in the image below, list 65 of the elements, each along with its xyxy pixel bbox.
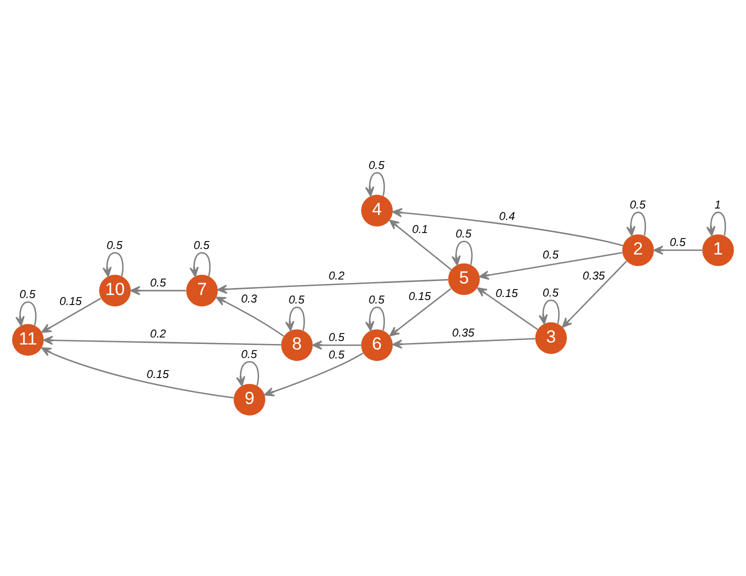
edge-label: 0.35 xyxy=(452,328,474,340)
arrow xyxy=(392,208,624,246)
arrow xyxy=(389,220,452,270)
arrow xyxy=(626,212,646,236)
node-circle: 5 xyxy=(448,263,480,296)
edge-label: 0.35 xyxy=(582,270,605,283)
arrow xyxy=(236,361,260,386)
edge-label: 0.15 xyxy=(146,369,169,382)
edge-label: 0.5 xyxy=(20,289,36,302)
node-circle: 2 xyxy=(622,234,654,266)
arrow xyxy=(43,336,281,346)
arrow xyxy=(285,306,305,332)
node-circle: 6 xyxy=(361,329,393,361)
arrow xyxy=(15,301,37,326)
edge-label: 0.5 xyxy=(630,199,646,212)
edge-label: 0.5 xyxy=(194,240,210,252)
arrow xyxy=(451,240,473,266)
node-circle: 4 xyxy=(361,194,393,226)
arrow xyxy=(264,352,364,396)
arrow xyxy=(365,306,385,332)
arrow xyxy=(479,252,622,280)
edge-label: 0.5 xyxy=(542,249,559,262)
node-circle: 7 xyxy=(186,274,218,306)
node-circle: 10 xyxy=(99,274,131,306)
arrow xyxy=(562,260,627,328)
node-circle: 1 xyxy=(702,234,734,266)
edge-label: 0.15 xyxy=(496,288,518,300)
arrow xyxy=(189,252,211,277)
edge-label: 0.5 xyxy=(241,348,257,361)
edge-label: 1 xyxy=(714,199,721,212)
edge-label: 0.2 xyxy=(328,270,344,283)
node-circle: 8 xyxy=(281,329,313,361)
arrow xyxy=(41,298,102,333)
arrow xyxy=(706,212,726,236)
edge-label: 0.5 xyxy=(368,294,384,306)
edge-label: 0.5 xyxy=(288,294,304,306)
arrow xyxy=(130,286,186,296)
arrow xyxy=(538,300,560,324)
edge-label: 0.15 xyxy=(60,296,82,308)
arrow xyxy=(392,338,536,349)
edge-label: 0.5 xyxy=(670,237,686,250)
arrow xyxy=(217,279,448,294)
arrow xyxy=(389,288,452,336)
edge-label: 0.5 xyxy=(328,350,344,362)
edge-label: 0.4 xyxy=(499,210,516,223)
edge-label: 0.5 xyxy=(106,240,122,252)
edge-label: 0.5 xyxy=(368,160,384,172)
arrow xyxy=(312,340,361,350)
edge-label: 0.3 xyxy=(241,293,257,306)
edge-label: 0.5 xyxy=(328,332,344,344)
edge-label: 0.5 xyxy=(542,287,559,300)
arrow xyxy=(653,246,702,255)
edge-label: 0.5 xyxy=(150,278,166,290)
edge-label: 0.1 xyxy=(412,224,428,236)
arrow xyxy=(216,296,284,337)
arrow xyxy=(41,347,234,399)
node-circle: 9 xyxy=(234,384,266,416)
node-circle: 11 xyxy=(12,324,44,356)
arrow xyxy=(365,172,385,197)
edge-label: 0.2 xyxy=(150,328,166,341)
node-circle: 3 xyxy=(535,322,567,354)
arrow xyxy=(102,252,124,277)
edge-label: 0.15 xyxy=(408,290,431,303)
arrow xyxy=(476,287,538,330)
edge-label: 0.5 xyxy=(456,228,472,240)
